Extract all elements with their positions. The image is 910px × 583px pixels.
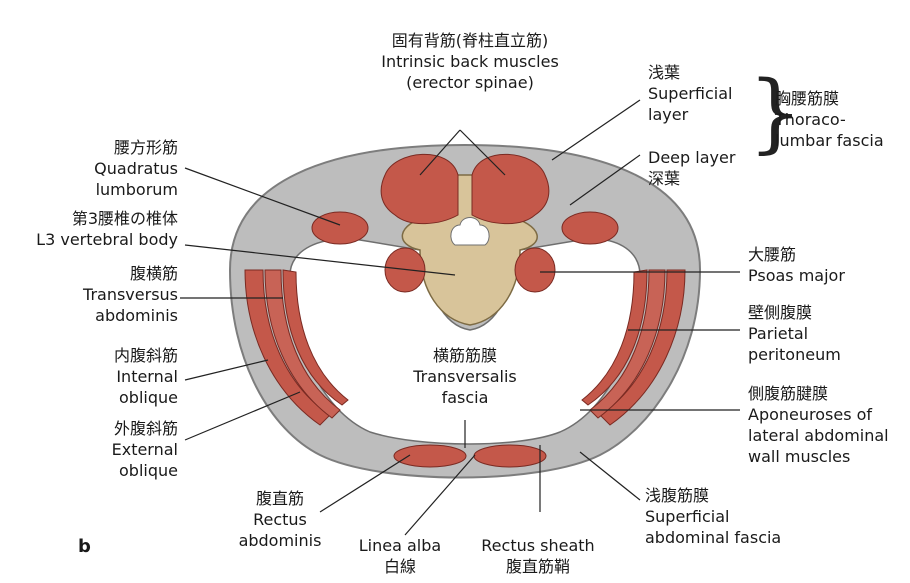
spinal-canal	[450, 217, 490, 246]
rectus-left	[393, 444, 467, 468]
label-erector: 固有背筋(脊柱直立筋) Intrinsic back muscles (erec…	[360, 30, 580, 93]
label-transversus: 腹横筋 Transversus abdominis	[40, 263, 178, 326]
label-external-en1: External	[111, 440, 178, 459]
label-external-jp: 外腹斜筋	[113, 419, 178, 438]
panel-letter: b	[78, 536, 91, 557]
label-transversalis-en2: fascia	[441, 388, 489, 407]
label-peritoneum-en2: peritoneum	[748, 345, 841, 364]
label-aponeuroses-en3: wall muscles	[748, 447, 851, 466]
label-vertebra-en: L3 vertebral body	[36, 230, 178, 249]
label-deep-jp: 深葉	[648, 169, 681, 188]
label-transversalis-en1: Transversalis	[413, 367, 517, 386]
label-transversalis-jp: 横筋筋膜	[432, 346, 497, 365]
label-sheath: Rectus sheath 腹直筋鞘	[468, 535, 608, 577]
label-internal-en2: oblique	[119, 388, 178, 407]
label-linea: Linea alba 白線	[340, 535, 460, 577]
fascia-brace: }	[748, 63, 803, 163]
label-superficial-fascia-jp: 浅腹筋膜	[645, 486, 710, 505]
label-transversus-jp: 腹横筋	[129, 264, 178, 283]
label-rectus: 腹直筋 Rectus abdominis	[225, 488, 335, 551]
label-external: 外腹斜筋 External oblique	[40, 418, 178, 481]
transversus-right	[581, 269, 648, 406]
label-linea-jp: 白線	[383, 557, 416, 576]
label-aponeuroses: 側腹筋腱膜 Aponeuroses of lateral abdominal w…	[748, 383, 889, 467]
label-sheath-jp: 腹直筋鞘	[505, 557, 570, 576]
label-superficial-jp: 浅葉	[648, 63, 681, 82]
label-thoracolumbar-en2: lumbar fascia	[775, 131, 884, 150]
label-peritoneum-jp: 壁側腹膜	[748, 303, 813, 322]
label-superficial-en1: Superficial	[648, 84, 733, 103]
label-superficial-fascia: 浅腹筋膜 Superficial abdominal fascia	[645, 485, 781, 548]
erector-spinae-right	[471, 153, 550, 225]
rectus-right	[473, 444, 547, 468]
quadratus-right	[561, 211, 619, 245]
label-thoracolumbar-en1: Thoraco-	[775, 110, 846, 129]
label-superficial-en2: layer	[648, 105, 689, 124]
label-transversus-en2: abdominis	[95, 306, 178, 325]
label-erector-en2: (erector spinae)	[406, 73, 534, 92]
label-internal: 内腹斜筋 Internal oblique	[40, 345, 178, 408]
label-vertebra-jp: 第3腰椎の椎体	[71, 209, 178, 228]
label-sheath-en: Rectus sheath	[481, 536, 595, 555]
label-superficial-fascia-en2: abdominal fascia	[645, 528, 782, 547]
transversus-left	[282, 269, 349, 406]
label-psoas-jp: 大腰筋	[748, 245, 797, 264]
label-psoas: 大腰筋 Psoas major	[748, 244, 845, 286]
label-peritoneum-en1: Parietal	[748, 324, 809, 343]
label-superficial-fascia-en1: Superficial	[645, 507, 730, 526]
label-vertebra: 第3腰椎の椎体 L3 vertebral body	[10, 208, 178, 250]
psoas-right	[514, 247, 556, 293]
label-transversalis: 横筋筋膜 Transversalis fascia	[390, 345, 540, 408]
label-transversus-en1: Transversus	[83, 285, 178, 304]
label-internal-en1: Internal	[116, 367, 178, 386]
label-deep-en: Deep layer	[648, 148, 736, 167]
label-thoracolumbar: 胸腰筋膜 Thoraco- lumbar fascia	[775, 88, 884, 151]
label-quadratus-en1: Quadratus	[94, 159, 178, 178]
label-superficial: 浅葉 Superficial layer	[648, 62, 732, 125]
internal-oblique-right	[589, 269, 666, 419]
label-quadratus: 腰方形筋 Quadratus lumborum	[40, 137, 178, 200]
internal-oblique-left	[264, 269, 341, 419]
label-deep: Deep layer 深葉	[648, 147, 735, 189]
label-quadratus-jp: 腰方形筋	[113, 138, 178, 157]
leader-lines	[180, 99, 740, 536]
label-rectus-en1: Rectus	[253, 510, 307, 529]
label-aponeuroses-en2: lateral abdominal	[748, 426, 889, 445]
label-rectus-jp: 腹直筋	[255, 489, 304, 508]
label-aponeuroses-jp: 側腹筋腱膜	[748, 384, 829, 403]
label-thoracolumbar-jp: 胸腰筋膜	[775, 89, 840, 108]
label-rectus-en2: abdominis	[238, 531, 322, 550]
quadratus-left	[311, 211, 369, 245]
label-external-en2: oblique	[119, 461, 178, 480]
label-quadratus-en2: lumborum	[95, 180, 178, 199]
label-linea-en: Linea alba	[358, 536, 442, 555]
label-aponeuroses-en1: Aponeuroses of	[748, 405, 873, 424]
label-erector-en1: Intrinsic back muscles	[381, 52, 559, 71]
label-peritoneum: 壁側腹膜 Parietal peritoneum	[748, 302, 841, 365]
label-erector-jp: 固有背筋(脊柱直立筋)	[391, 31, 549, 50]
label-psoas-en: Psoas major	[748, 266, 845, 285]
erector-spinae-left	[380, 153, 459, 225]
label-internal-jp: 内腹斜筋	[113, 346, 178, 365]
